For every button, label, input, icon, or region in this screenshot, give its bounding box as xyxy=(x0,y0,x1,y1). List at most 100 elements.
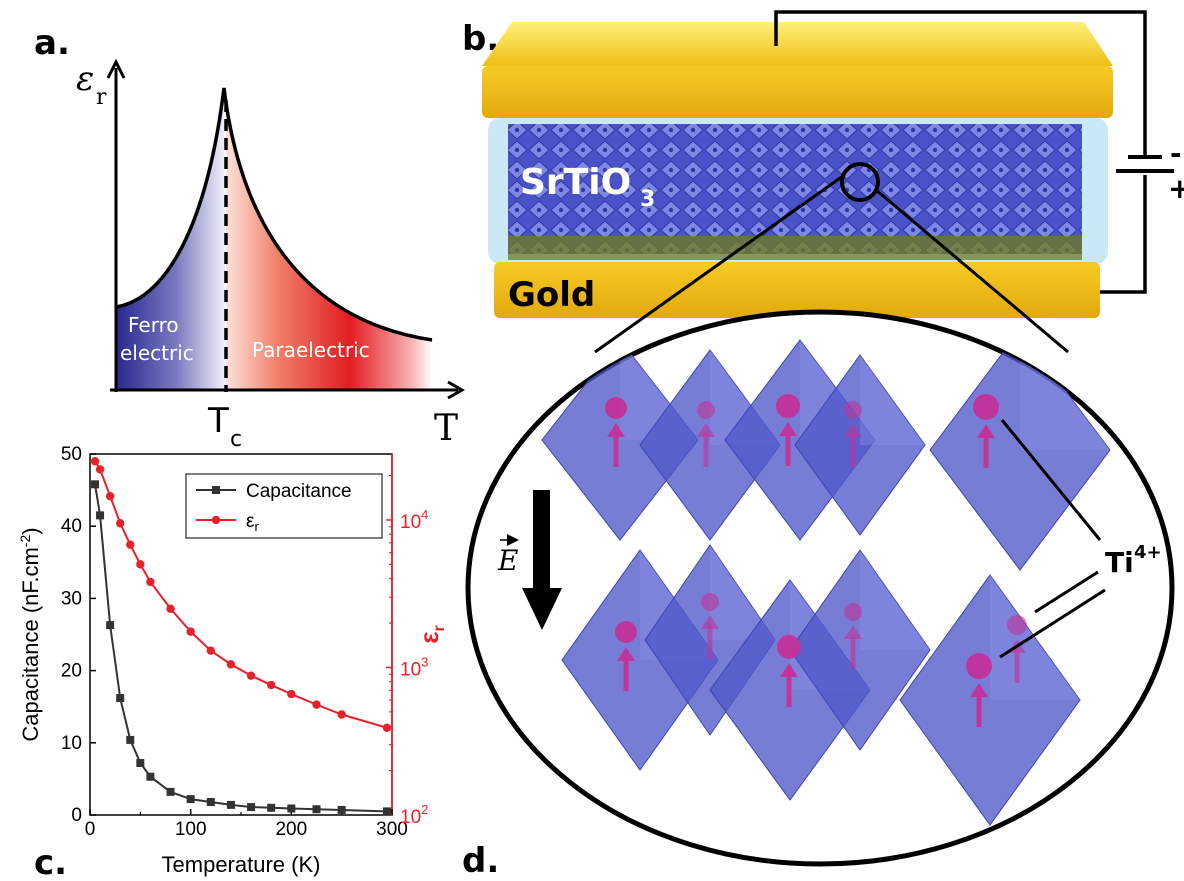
octahedron-facet xyxy=(990,575,1080,700)
y-left-tick-label: 0 xyxy=(71,805,82,826)
permittivity-point xyxy=(312,700,321,709)
permittivity-point xyxy=(267,680,276,690)
y-right-tick-label: 103 xyxy=(400,654,428,680)
ti-ion xyxy=(615,621,637,643)
ti-ion xyxy=(966,653,992,679)
ion-label: Ti xyxy=(1105,546,1134,579)
y-axis-arrow-icon xyxy=(106,58,126,79)
ferroelectric-region xyxy=(116,92,226,390)
capacitance-point xyxy=(146,772,155,781)
permittivity-point xyxy=(90,457,100,466)
y-left-tick-label: 40 xyxy=(61,516,82,537)
legend-label: Capacitance xyxy=(246,481,352,502)
ferro-label-line2: electric xyxy=(120,341,194,365)
x-axis-label: T xyxy=(434,408,458,449)
permittivity-point xyxy=(226,660,236,669)
legend-marker xyxy=(211,515,221,525)
field-label: E xyxy=(497,544,518,577)
permittivity-point xyxy=(95,465,105,474)
legend-box xyxy=(185,473,383,539)
ti-pointer-1 xyxy=(1000,419,1102,541)
octahedron-facet xyxy=(710,545,775,640)
permittivity-point xyxy=(246,671,256,680)
ferro-label-line1: Ferro xyxy=(128,313,179,337)
ti-ion xyxy=(844,401,862,419)
permittivity-point xyxy=(166,604,175,613)
permittivity-point xyxy=(146,577,155,587)
permittivity-point xyxy=(126,540,135,549)
polarization-arrow-icon xyxy=(844,423,862,437)
ti-pointer-2 xyxy=(1034,570,1099,614)
capacitance-point xyxy=(166,787,175,796)
ti-pointer-3 xyxy=(999,588,1106,659)
legend-marker xyxy=(212,486,220,494)
y-left-tick-label: 30 xyxy=(61,588,82,609)
octahedron xyxy=(899,574,1081,826)
paraelectric-region xyxy=(226,92,432,390)
polarization-arrow-icon xyxy=(617,647,635,661)
panel-a: a. ε r T T c Ferro electric Paraelectric xyxy=(34,23,466,452)
ion-label-superscript: 4+ xyxy=(1134,542,1162,563)
y-left-tick-label: 10 xyxy=(61,733,82,754)
y-right-tick-label: 102 xyxy=(400,802,428,828)
capacitance-point xyxy=(116,694,125,703)
sto-crystal-layer xyxy=(508,124,1082,254)
zoom-line-left xyxy=(594,174,844,354)
top-electrode-top-face xyxy=(482,22,1113,66)
ti-ion xyxy=(1007,615,1027,635)
x-axis-title: Temperature (K) xyxy=(162,852,321,877)
polarization-arrow-icon xyxy=(844,625,862,639)
bottom-electrode xyxy=(494,262,1100,318)
zoom-circle xyxy=(840,162,880,202)
capacitance-point xyxy=(206,798,215,807)
capacitance-point xyxy=(337,805,346,814)
x-axis-arrow-icon xyxy=(447,380,466,400)
capacitance-point xyxy=(312,805,321,814)
octahedron-facet xyxy=(860,355,925,445)
ti-ion xyxy=(697,401,715,419)
y-right-axis-title: εr xyxy=(414,625,448,644)
panel-d: d. E Ti 4+ xyxy=(462,309,1175,881)
y-right-tick-label: 104 xyxy=(400,507,428,533)
battery-plus: + xyxy=(1168,172,1184,205)
polarization-arrow-icon xyxy=(780,663,798,677)
permittivity-point xyxy=(186,627,195,636)
permittivity-curve xyxy=(115,87,433,342)
top-electrode xyxy=(482,66,1113,118)
capacitance-point xyxy=(267,803,276,812)
material-subscript: 3 xyxy=(640,187,655,212)
ti-ion xyxy=(973,394,999,420)
octahedron xyxy=(789,549,931,751)
y-left-tick-label: 20 xyxy=(61,661,82,682)
polarization-arrow-icon xyxy=(701,615,719,629)
panel-c-label: c. xyxy=(34,843,67,881)
octahedron xyxy=(794,354,926,536)
x-tick-label: 100 xyxy=(175,819,207,840)
polarization-arrow-icon xyxy=(697,423,715,437)
capacitance-point xyxy=(96,511,105,520)
x-tick-label: 200 xyxy=(275,819,307,840)
polarization-arrow-icon xyxy=(607,423,625,437)
permittivity-point xyxy=(105,491,115,501)
ti-ion xyxy=(776,394,800,418)
field-arrow-icon xyxy=(522,588,562,630)
permittivity-point xyxy=(287,689,296,699)
panel-b: b. - + SrTiO 3 Gold xyxy=(462,10,1184,354)
sto-interface xyxy=(508,236,1082,260)
ti-ion xyxy=(605,397,627,419)
battery-minus: - xyxy=(1170,137,1182,170)
permittivity-point xyxy=(382,723,392,733)
capacitance-point xyxy=(126,735,135,744)
tc-subscript: c xyxy=(230,427,242,452)
capacitance-point xyxy=(382,807,391,816)
capacitance-point xyxy=(106,621,115,630)
polarization-arrow-icon xyxy=(970,683,988,697)
y-left-axis-title: Capacitance (nF.cm-2) xyxy=(17,527,43,741)
panel-d-label: d. xyxy=(462,841,499,881)
electrode-label: Gold xyxy=(508,275,595,315)
ti-ion xyxy=(844,603,862,621)
tc-label: T xyxy=(207,401,229,441)
x-tick-label: 300 xyxy=(376,819,408,840)
